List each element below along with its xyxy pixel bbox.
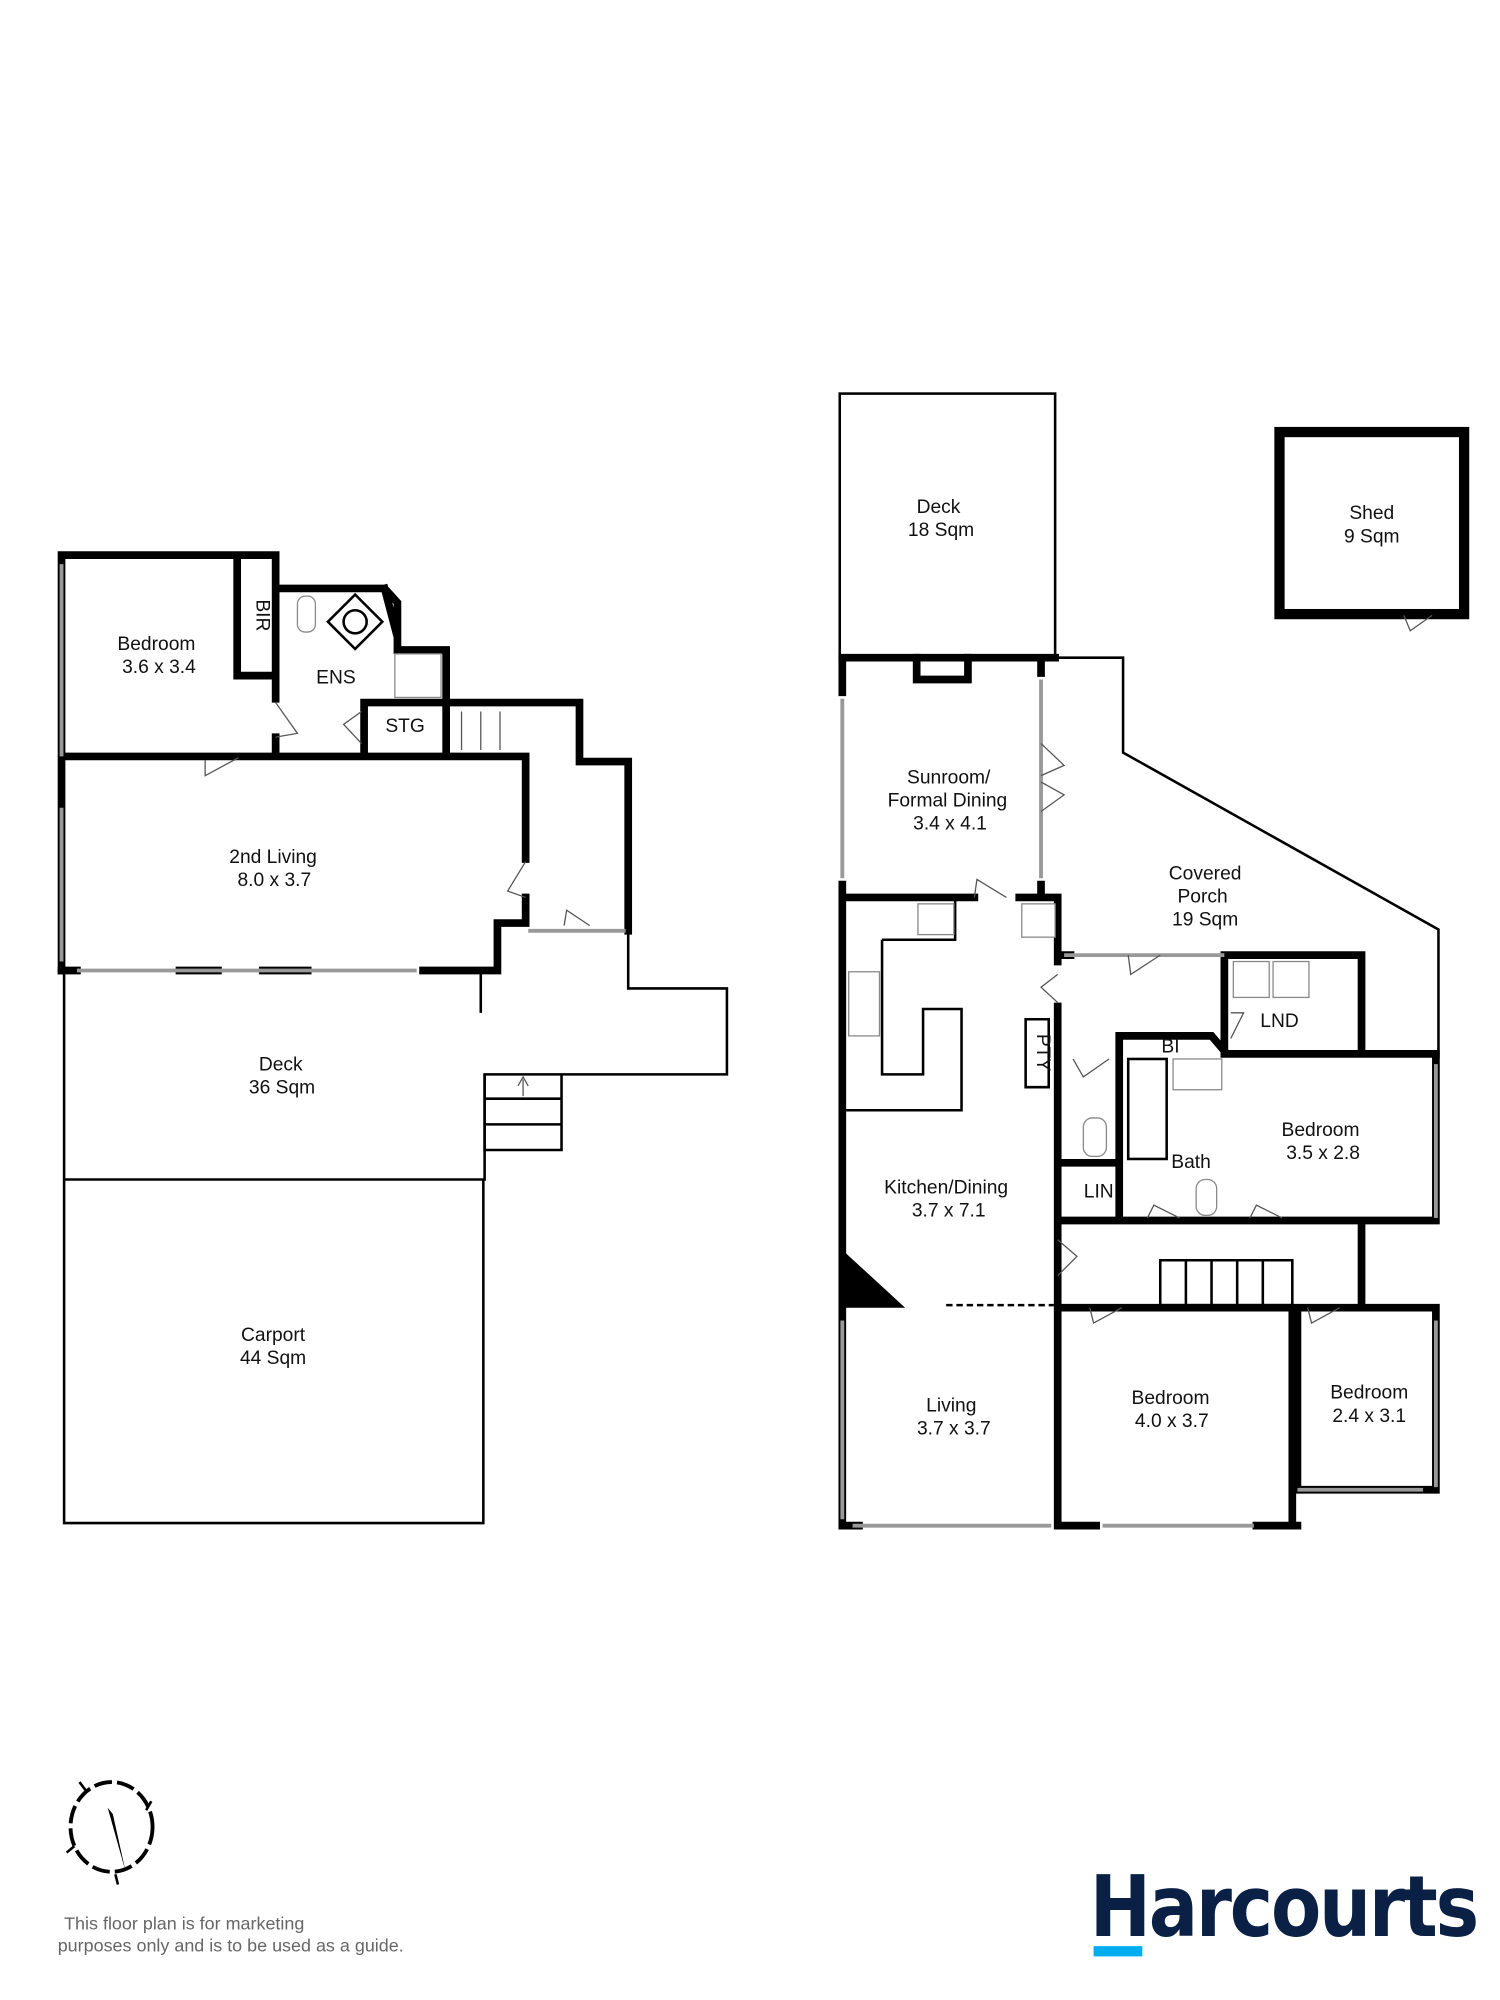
room-label-formal-dining: Formal Dining <box>888 790 1008 811</box>
room-label-bedroom-b: Bedroom <box>1132 1388 1210 1409</box>
room-label-covered: Covered <box>1169 863 1242 884</box>
room-label-shed: Shed <box>1349 503 1394 524</box>
harcourts-logo: Harcourts <box>1090 1857 1477 1956</box>
room-size-deck-lower: 36 Sqm <box>249 1078 315 1099</box>
room-label-lnd: LND <box>1260 1011 1298 1032</box>
room-label-bir: BIR <box>251 599 272 631</box>
room-size-porch: 19 Sqm <box>1172 910 1238 931</box>
room-label-bedroom-c: Bedroom <box>1330 1383 1408 1404</box>
room-label-kitchen-dining: Kitchen/Dining <box>884 1178 1008 1199</box>
room-size-bedroom-b: 4.0 x 3.7 <box>1135 1411 1209 1432</box>
room-label-sunroom: Sunroom/ <box>907 767 991 788</box>
room-label-porch: Porch <box>1177 887 1227 908</box>
disclaimer-line-2: purposes only and is to be used as a gui… <box>58 1935 404 1955</box>
room-size-bedroom-a: 3.5 x 2.8 <box>1286 1143 1360 1164</box>
upper-level-plan <box>838 392 1470 1530</box>
room-size-kitchen-dining: 3.7 x 7.1 <box>912 1201 986 1222</box>
room-size-sunroom: 3.4 x 4.1 <box>913 813 987 834</box>
north-arrow-compass-icon <box>65 1780 155 1885</box>
room-label-bedroom-a: Bedroom <box>1282 1120 1360 1141</box>
room-label-lin: LIN <box>1084 1181 1114 1202</box>
disclaimer-line-1: This floor plan is for marketing <box>64 1913 304 1933</box>
room-size-bedroom-lower: 3.6 x 3.4 <box>122 657 196 678</box>
room-label-bi: BI <box>1161 1037 1179 1058</box>
room-label-pty: PTY <box>1032 1034 1053 1072</box>
room-label-carport: Carport <box>241 1325 306 1346</box>
room-label-living: Living <box>926 1396 976 1417</box>
room-label-bedroom-lower: Bedroom <box>117 634 195 655</box>
room-size-carport: 44 Sqm <box>240 1348 306 1369</box>
room-label-2nd-living: 2nd Living <box>229 847 317 868</box>
room-size-shed: 9 Sqm <box>1344 526 1400 547</box>
room-label-deck-upper: Deck <box>917 497 961 518</box>
room-size-living: 3.7 x 3.7 <box>917 1419 991 1440</box>
room-size-bedroom-c: 2.4 x 3.1 <box>1332 1406 1406 1427</box>
room-label-bath: Bath <box>1171 1152 1211 1173</box>
room-label-stg: STG <box>385 716 425 737</box>
room-label-deck-lower: Deck <box>259 1055 303 1076</box>
room-size-deck-upper: 18 Sqm <box>908 520 974 541</box>
logo-accent-bar <box>1093 1946 1143 1957</box>
room-label-ens: ENS <box>316 667 356 688</box>
lower-level-plan <box>57 551 729 1525</box>
room-size-2nd-living: 8.0 x 3.7 <box>237 870 311 891</box>
